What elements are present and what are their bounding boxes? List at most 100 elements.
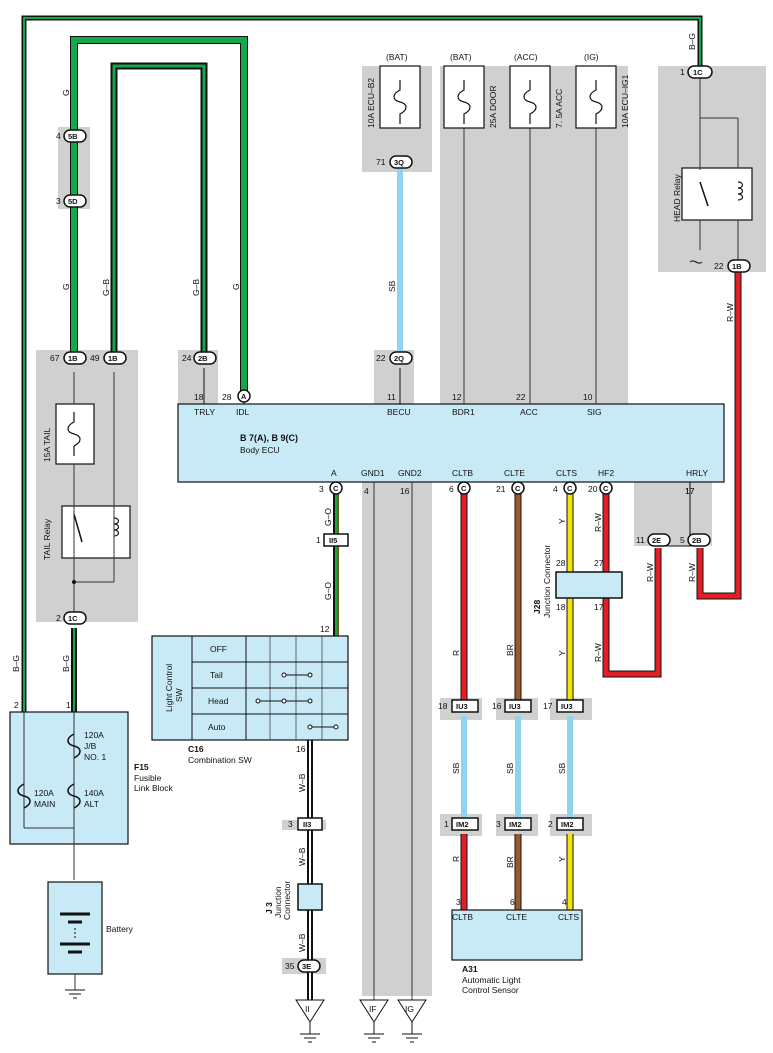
head-relay: HEAD Relay [672,78,753,264]
head-relay-label: HEAD Relay [672,174,682,222]
connector-icon: 2B [687,533,711,547]
connector-icon: IU3 [504,699,532,713]
ground-if-label: IF [369,1004,377,1014]
svg-text:1C: 1C [68,614,78,623]
svg-text:Y: Y [557,518,567,524]
combination-sw-code: C16 [188,744,204,754]
svg-text:G: G [231,283,241,290]
sensor-name-1: Automatic Light [462,975,521,985]
ecu-pin-clte-number: 21 [496,484,506,494]
tail-relay-label: TAIL Relay [42,518,52,560]
svg-text:3E: 3E [302,962,311,971]
svg-text:W–B: W–B [297,933,307,952]
fusible-120a-main-2: MAIN [34,799,55,809]
svg-text:1: 1 [316,535,321,545]
svg-text:IM2: IM2 [509,820,522,829]
svg-text:Y: Y [557,856,567,862]
relay-coil-icon [113,517,120,537]
sensor-name-2: Control Sensor [462,985,519,995]
connector-icon: 3E [297,959,321,973]
junction-j28: J28 Junction Connector [532,545,623,618]
svg-text:17: 17 [685,486,695,496]
fusible-140a-alt-2: ALT [84,799,99,809]
svg-text:1: 1 [680,67,685,77]
svg-text:SB: SB [387,280,397,292]
relay-coil-icon [737,181,744,201]
svg-text:11: 11 [636,535,645,545]
ecu-pin-idl-label: IDL [236,407,250,417]
svg-text:IU3: IU3 [456,702,468,711]
fuse-name-4: 10A ECU–IG1 [620,74,630,128]
ground-icon [65,989,85,999]
svg-text:II3: II3 [303,820,311,829]
ecu-pin-trly-number: 18 [194,392,204,402]
svg-text:BR: BR [505,644,515,656]
ground-ig-label: IG [405,1004,414,1014]
junction-j3: J 3 Junction Connector [264,881,323,920]
fuse-name-2: 25A DOOR [488,85,498,128]
svg-text:R: R [451,856,461,862]
ecu-top-pins: TRLY 18 IDL 28 BECU 11 BDR1 12 ACC 22 SI… [194,392,602,417]
ecu-pin-clte-label: CLTE [504,468,525,478]
connector-icon: II3 [297,817,323,831]
connector-icon: 5B [63,129,87,143]
sensor-pin-cltb: CLTB [452,912,473,922]
svg-text:Y: Y [557,650,567,656]
svg-text:G–B: G–B [191,279,201,296]
connector-icon: C [457,481,471,495]
svg-text:R–W: R–W [725,303,735,322]
combination-sw-name: Combination SW [188,755,252,765]
fuse-source-3: (ACC) [514,52,538,62]
ground-icon: II [295,999,325,1043]
svg-text:3: 3 [56,196,61,206]
connector-icon: IM2 [504,817,532,831]
connector-icon: C [511,481,525,495]
ecu-pin-becu-label: BECU [387,407,411,417]
fuse-source-1: (BAT) [386,52,408,62]
svg-text:SB: SB [557,762,567,774]
ground-icon: IF [359,999,389,1043]
svg-text:28: 28 [556,558,566,568]
svg-text:22: 22 [714,261,724,271]
connector-icon: 5D [63,194,87,208]
body-ecu-box [177,403,725,483]
svg-text:IU3: IU3 [509,702,521,711]
connector-icon: 1C [63,611,87,625]
svg-text:R: R [451,650,461,656]
svg-text:71: 71 [376,157,386,167]
ecu-pin-clts-label: CLTS [556,468,577,478]
connector-icon: IU3 [451,699,479,713]
sw-pos-head: Head [208,696,229,706]
connector-icon: 1B [727,259,751,273]
connector-ovals: 5B 5D 1B 1B 2B 2Q 3Q 1C 1B 1C 2E 2B 3E A… [63,65,751,973]
connector-icon: 2B [193,351,217,365]
ecu-pin-cltb-label: CLTB [452,468,473,478]
svg-text:3: 3 [456,897,461,907]
j3-name-1: Junction [273,886,283,918]
svg-text:R–W: R–W [593,513,603,532]
svg-text:49: 49 [90,353,100,363]
switch-contact-icon [255,672,339,730]
connector-icon: 2Q [389,351,413,365]
svg-text:W–B: W–B [297,847,307,866]
svg-text:1B: 1B [68,354,78,363]
tail-fuse-label: 15A TAIL [42,428,52,462]
fuse-icon [67,733,81,759]
svg-text:1B: 1B [732,262,742,271]
wire-gnd [373,482,413,1000]
ecu-pin-a-number: 3 [319,484,324,494]
svg-text:18: 18 [556,602,566,612]
fusible-link-block: 120A J/B NO. 1 140A ALT 120A MAIN F15 Fu… [9,711,173,880]
svg-text:IU3: IU3 [561,702,573,711]
pin-numbers: 4 3 67 49 24 22 71 1 22 2 11 5 1 12 16 3… [14,67,724,971]
fuse-name-3: 7. 5A ACC [554,89,564,128]
svg-text:22: 22 [376,353,386,363]
svg-text:2B: 2B [198,354,208,363]
fusible-120a-jb-3: NO. 1 [84,752,106,762]
svg-text:2: 2 [14,700,19,710]
connector-icon: C [329,481,343,495]
wire-g-idl [70,36,248,392]
sensor-pin-clts: CLTS [558,912,579,922]
connector-icon: C [563,481,577,495]
connector-icon: 2E [647,533,671,547]
